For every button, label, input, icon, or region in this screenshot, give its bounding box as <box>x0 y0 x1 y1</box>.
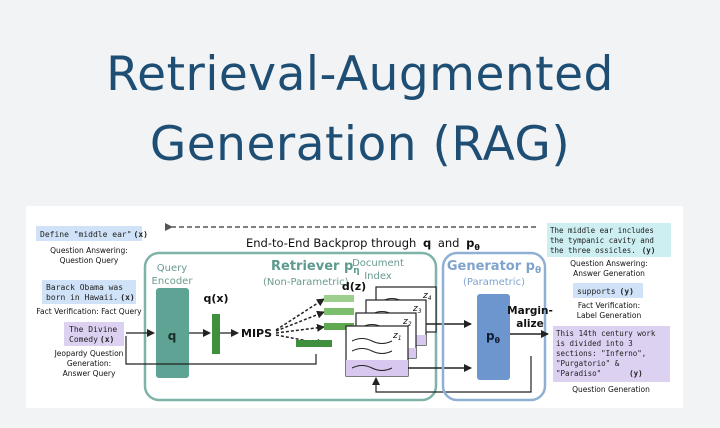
qx-label: q(x) <box>203 292 228 305</box>
svg-text:Answer Generation: Answer Generation <box>573 269 645 278</box>
output-label-generation: supports(y) Fact Verification: Label Gen… <box>573 283 643 320</box>
document-index-label-line-1: Document <box>352 258 404 269</box>
svg-text:Answer Query: Answer Query <box>63 369 116 378</box>
svg-text:supports(y): supports(y) <box>577 287 634 296</box>
backprop-and: and <box>438 236 460 250</box>
svg-text:the tympanic cavity and: the tympanic cavity and <box>550 236 654 245</box>
query-encoder-label-line-2: Encoder <box>152 276 194 287</box>
backprop-label: End-to-End Backprop through q and pθ <box>246 236 480 252</box>
svg-text:Fact Verification:: Fact Verification: <box>578 301 640 310</box>
slide-title-line-1: Retrieval-Augmented <box>106 47 614 102</box>
svg-text:Question Query: Question Query <box>60 256 119 265</box>
svg-text:Barack Obama was: Barack Obama was <box>46 283 123 292</box>
svg-text:z4: z4 <box>422 291 432 302</box>
mips-arrow-3 <box>275 323 325 334</box>
query-vector-bar <box>212 314 220 354</box>
generator-title: Generator pθ <box>447 259 541 276</box>
generator-subtitle: (Parametric) <box>463 277 525 288</box>
generator-box <box>441 251 547 402</box>
svg-text:This 14th century work: This 14th century work <box>556 329 656 338</box>
rag-architecture-diagram: End-to-End Backprop through q and pθ Que… <box>36 223 671 402</box>
svg-text:Question Generation: Question Generation <box>572 385 650 394</box>
svg-text:Comedy(x): Comedy(x) <box>69 335 114 344</box>
svg-text:Label Generation: Label Generation <box>577 311 642 320</box>
mips-label: MIPS <box>241 327 272 340</box>
svg-text:z1: z1 <box>392 331 402 342</box>
svg-text:Fact Verification: Fact Query: Fact Verification: Fact Query <box>36 307 142 316</box>
svg-text:"Paradiso"(y): "Paradiso"(y) <box>556 369 643 378</box>
svg-text:z3: z3 <box>412 304 422 315</box>
svg-text:Generation:: Generation: <box>67 359 111 368</box>
svg-text:Question Answering:: Question Answering: <box>50 246 128 255</box>
backprop-text: End-to-End Backprop through <box>246 236 416 250</box>
mips-arrow-2 <box>275 310 325 332</box>
input-fact-verification: Barack Obama was born in Hawaii.(x) Fact… <box>36 280 142 316</box>
output-question-generation: This 14th century work is divided into 3… <box>553 326 670 394</box>
document-index-label-line-2: Index <box>364 271 392 282</box>
retriever-title: Retriever pη <box>271 259 360 276</box>
input-jeopardy: The Divine Comedy(x) Jeopardy Question G… <box>54 322 124 378</box>
svg-text:"Purgatorio" &: "Purgatorio" & <box>556 359 620 368</box>
query-encoder-symbol: q <box>168 329 177 343</box>
generator-block <box>477 294 510 380</box>
marginalize-label-line-1: Margin- <box>507 305 553 317</box>
svg-text:is divided into 3: is divided into 3 <box>556 339 633 348</box>
slide-title-line-2: Generation (RAG) <box>149 117 571 172</box>
query-encoder-label-line-1: Query <box>157 263 187 274</box>
rag-diagram-panel: End-to-End Backprop through q and pθ Que… <box>26 206 683 408</box>
output-answer-generation: The middle ear includes the tympanic cav… <box>547 223 671 278</box>
generator-symbol: pθ <box>486 329 501 345</box>
doc-vector-2 <box>324 323 354 330</box>
dz-label: d(z) <box>342 280 366 293</box>
svg-text:Question Answering:: Question Answering: <box>570 259 648 268</box>
marginalize-label-line-2: alize <box>516 318 544 330</box>
svg-text:The Divine: The Divine <box>69 325 117 334</box>
doc-vector-3 <box>324 308 354 315</box>
doc-vector-1 <box>296 340 332 347</box>
input-bypass-line <box>125 336 317 365</box>
svg-text:Jeopardy Question: Jeopardy Question <box>54 349 124 358</box>
svg-text:born in Hawaii.(x): born in Hawaii.(x) <box>46 293 135 302</box>
svg-text:Define "middle ear"(x): Define "middle ear"(x) <box>40 230 148 239</box>
mips-arrow-1 <box>275 298 325 331</box>
svg-text:the three ossicles.(y): the three ossicles.(y) <box>550 246 655 255</box>
document-z1: z1 <box>345 325 409 377</box>
backprop-p-sub: θ <box>474 243 480 252</box>
query-encoder-block <box>156 288 189 378</box>
input-question-answering: Define "middle ear"(x) Question Answerin… <box>36 226 148 265</box>
doc-vector-4 <box>324 295 354 302</box>
svg-text:z2: z2 <box>402 317 412 328</box>
backprop-p: p <box>466 236 474 250</box>
output-feedback-line <box>372 356 532 393</box>
svg-text:sections: "Inferno",: sections: "Inferno", <box>556 349 646 358</box>
retriever-subtitle: (Non-Parametric) <box>263 277 349 288</box>
svg-text:The middle ear includes: The middle ear includes <box>550 226 654 235</box>
backprop-q: q <box>423 236 431 250</box>
